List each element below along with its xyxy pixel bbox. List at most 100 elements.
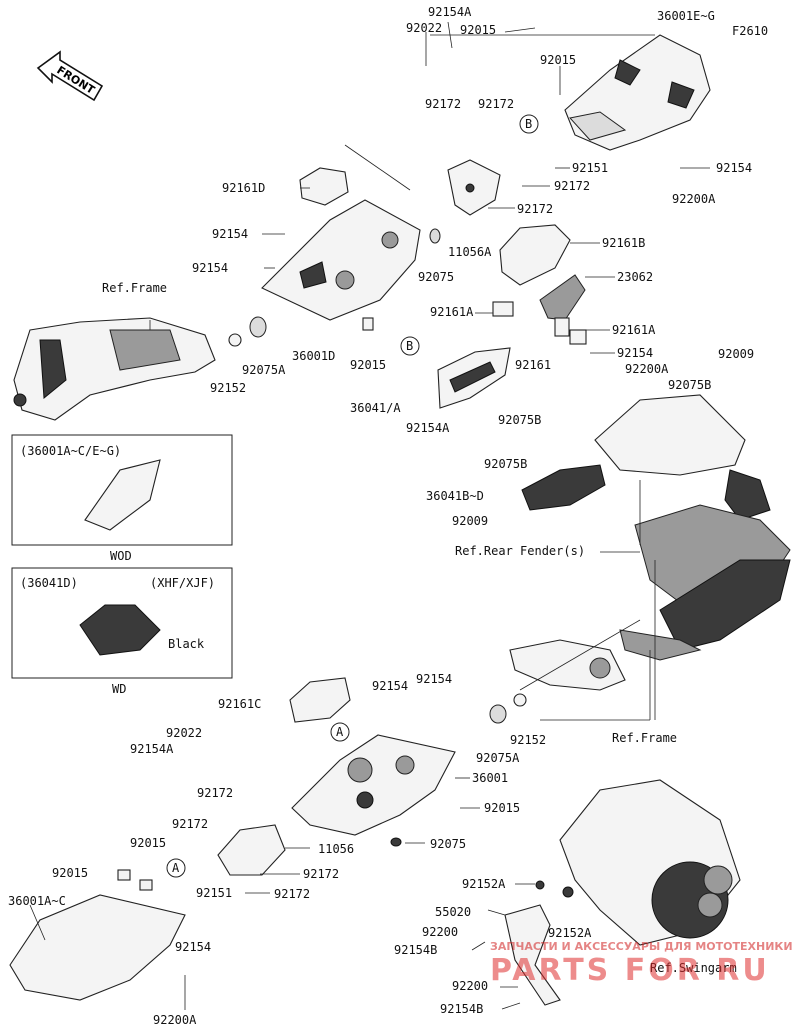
collar-92015-lower1	[117, 869, 131, 881]
part-label: 92200	[452, 979, 488, 993]
part-label: 92154B	[440, 1002, 483, 1016]
part-label: 92172	[197, 786, 233, 800]
part-label: 92161A	[612, 323, 656, 337]
part-label: 92151	[196, 886, 232, 900]
part-label: 92075B	[484, 457, 527, 471]
rear-fender-assembly	[594, 394, 791, 661]
collar-92015	[362, 317, 374, 331]
pad-92161a-right	[569, 329, 587, 345]
leader-lines	[29, 21, 710, 1010]
part-label: 92154	[372, 679, 408, 693]
part-label: 92200A	[153, 1013, 197, 1027]
callout-b-mid	[400, 336, 420, 356]
lamp-36041b-d	[521, 464, 606, 511]
part-label: 92015	[130, 836, 166, 850]
ref-rear-fender: Ref.Rear Fender(s)	[455, 544, 585, 558]
part-label: 92161D	[222, 181, 265, 195]
part-label: 92154B	[394, 943, 437, 957]
ref-frame-top: Ref.Frame	[102, 281, 167, 295]
svg-text:B: B	[406, 339, 413, 353]
inset-wd-box	[11, 567, 233, 679]
part-label: 92015	[540, 53, 576, 67]
damper-92075a	[249, 316, 267, 338]
part-label: 92075A	[242, 363, 286, 377]
part-label: 11056A	[448, 245, 492, 259]
watermark-logo: PARTS FOR RU	[490, 953, 770, 988]
part-label: 92154A	[428, 5, 472, 19]
ref-swingarm: Ref.Swingarm	[650, 961, 737, 975]
callout-a-mid	[330, 722, 350, 742]
inset-wd-model: (XHF/XJF)	[150, 576, 215, 590]
part-label: 92154	[192, 261, 228, 275]
svg-text:A: A	[172, 861, 180, 875]
callout-a-low	[166, 858, 186, 878]
cover-92161d	[299, 167, 349, 206]
part-label: 92172	[425, 97, 461, 111]
part-label: 92200	[422, 925, 458, 939]
part-label: 92022	[166, 726, 202, 740]
inset-wd-lamp	[79, 604, 161, 656]
part-label: 36041/A	[350, 401, 401, 415]
spacer-92152-lower	[513, 693, 527, 707]
svg-text:A: A	[336, 725, 344, 739]
part-label: 36041B~D	[426, 489, 484, 503]
inset-wod-title: (36001A~C/E~G)	[20, 444, 121, 458]
figure-code: F2610	[732, 24, 768, 38]
bracket-55020	[504, 904, 561, 1006]
part-label: 92152A	[548, 926, 592, 940]
part-label: 92152	[510, 733, 546, 747]
part-label: 92172	[478, 97, 514, 111]
bracket-23062	[539, 274, 586, 337]
spacer-92152	[228, 333, 242, 347]
collar-92152a	[562, 886, 574, 898]
tail-light-36041	[437, 347, 511, 409]
part-label: 11056	[318, 842, 354, 856]
part-label: 92152A	[462, 877, 506, 891]
watermark-tagline: ЗАПЧАСТИ И АКСЕССУАРЫ ДЛЯ МОТОТЕХНИКИ	[490, 940, 793, 953]
part-label: 92151	[572, 161, 608, 175]
front-arrow-icon: FRONT	[36, 50, 104, 102]
bracket-11056	[217, 824, 286, 876]
pad-92161a	[492, 301, 514, 317]
inset-wod-caption: WOD	[110, 549, 132, 563]
inset-wod-box	[11, 434, 233, 546]
part-label: 92172	[274, 887, 310, 901]
part-label: 36001E~G	[657, 9, 715, 23]
damper-92075	[429, 228, 441, 244]
collar-92015-lower2	[139, 879, 153, 891]
washer-92152a	[535, 880, 545, 890]
part-label: 36001D	[292, 349, 335, 363]
seat-cowl-36001	[291, 734, 456, 836]
part-label: 92161C	[218, 697, 261, 711]
callout-b-top	[519, 114, 539, 134]
part-label: 92015	[460, 23, 496, 37]
part-label: 55020	[435, 905, 471, 919]
part-label: 92200A	[672, 192, 716, 206]
part-label: 92154	[617, 346, 653, 360]
part-label: 23062	[617, 270, 653, 284]
part-label: 92172	[517, 202, 553, 216]
inset-wod-cover	[84, 459, 161, 531]
part-label: 92172	[554, 179, 590, 193]
watermark: ЗАПЧАСТИ И АКСЕССУАРЫ ДЛЯ МОТОТЕХНИКИ PA…	[490, 940, 793, 988]
part-label: 92075	[418, 270, 454, 284]
part-label: 92172	[303, 867, 339, 881]
part-label: 92154	[716, 161, 752, 175]
part-label: 92152	[210, 381, 246, 395]
svg-text:B: B	[525, 117, 532, 131]
seat-cover-36001a-c	[9, 894, 186, 1001]
part-label: 92200A	[625, 362, 669, 376]
part-label: 92161	[515, 358, 551, 372]
part-label: 36001	[472, 771, 508, 785]
cover-92161b	[499, 224, 571, 286]
part-label: 92172	[172, 817, 208, 831]
part-label: 92015	[52, 866, 88, 880]
part-label: 92161B	[602, 236, 645, 250]
part-number-labels: 92154A 92022 92015 36001E~G 92015 92172 …	[8, 5, 754, 1027]
part-label: 92154	[175, 940, 211, 954]
frame-top-reference	[13, 317, 216, 421]
part-label: 92154A	[406, 421, 450, 435]
part-label: 92075A	[476, 751, 520, 765]
